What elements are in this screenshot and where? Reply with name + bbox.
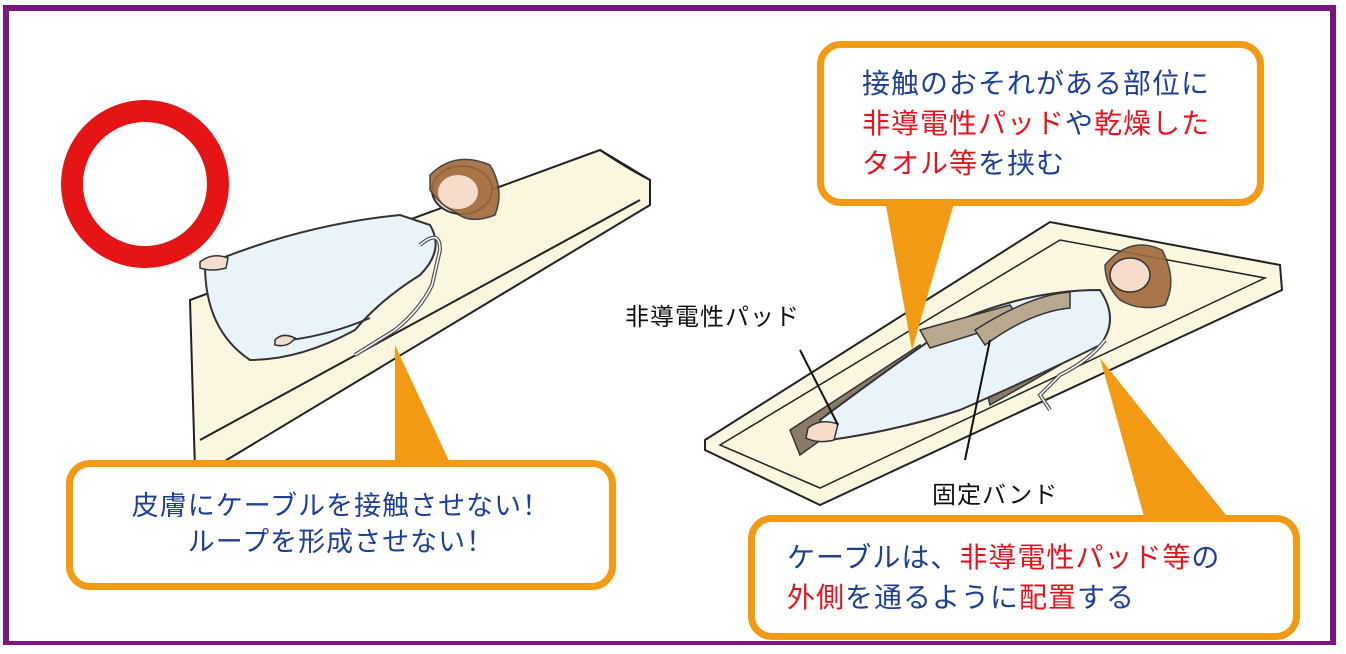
bottom-callout-suru-text: する <box>1077 580 1136 614</box>
band-2 <box>973 291 1071 347</box>
top-callout-ya-text: や <box>1065 106 1095 140</box>
bottom-callout-no-text: の <box>1191 540 1221 574</box>
top-callout-pointer <box>885 200 955 350</box>
pad-label: 非導電性パッド <box>625 303 800 331</box>
top-callout: 接触のおそれがある部位に 非導電性パッドや乾燥した タオル等を挟む <box>817 41 1264 206</box>
top-callout-line-3: タオル等を挟む <box>862 144 1257 184</box>
left-patient <box>199 158 500 362</box>
top-callout-towel-text: タオル等 <box>862 146 979 180</box>
bottom-callout-line-2: 外側を通るように配置する <box>787 578 1293 618</box>
left-callout: 皮膚にケーブルを接触させない！ ループを形成させない！ <box>66 460 616 590</box>
bottom-callout-pad-text: 非導電性パッド等 <box>959 540 1192 574</box>
band-leader-line <box>964 339 991 461</box>
left-callout-line-1: 皮膚にケーブルを接触させない！ <box>131 491 551 522</box>
bottom-callout-place-text: 配置 <box>1019 580 1078 614</box>
band-label: 固定バンド <box>932 481 1059 509</box>
bottom-callout: ケーブルは、非導電性パッド等の 外側を通るように配置する <box>748 515 1300 640</box>
bottom-callout-pointer <box>1100 358 1230 520</box>
top-callout-dry-text: 乾燥した <box>1094 106 1211 140</box>
pad-leader-line <box>799 349 839 426</box>
top-callout-line-1: 接触のおそれがある部位に <box>862 66 1211 100</box>
bottom-callout-pass-text: を通るように <box>845 580 1020 614</box>
bottom-callout-cable-text: ケーブルは、 <box>787 540 960 574</box>
left-callout-pointer <box>395 345 450 463</box>
top-callout-line-2: 非導電性パッドや乾燥した <box>862 104 1257 144</box>
bottom-callout-outside-text: 外側 <box>787 580 846 614</box>
right-patient <box>789 244 1172 457</box>
top-callout-insert-text: を挟む <box>978 146 1066 180</box>
red-circle-ok-icon <box>61 100 229 268</box>
top-callout-pad-text: 非導電性パッド <box>862 106 1066 140</box>
bottom-callout-line-1: ケーブルは、非導電性パッド等の <box>787 538 1293 578</box>
left-callout-line-2: ループを形成させない！ <box>187 527 495 558</box>
